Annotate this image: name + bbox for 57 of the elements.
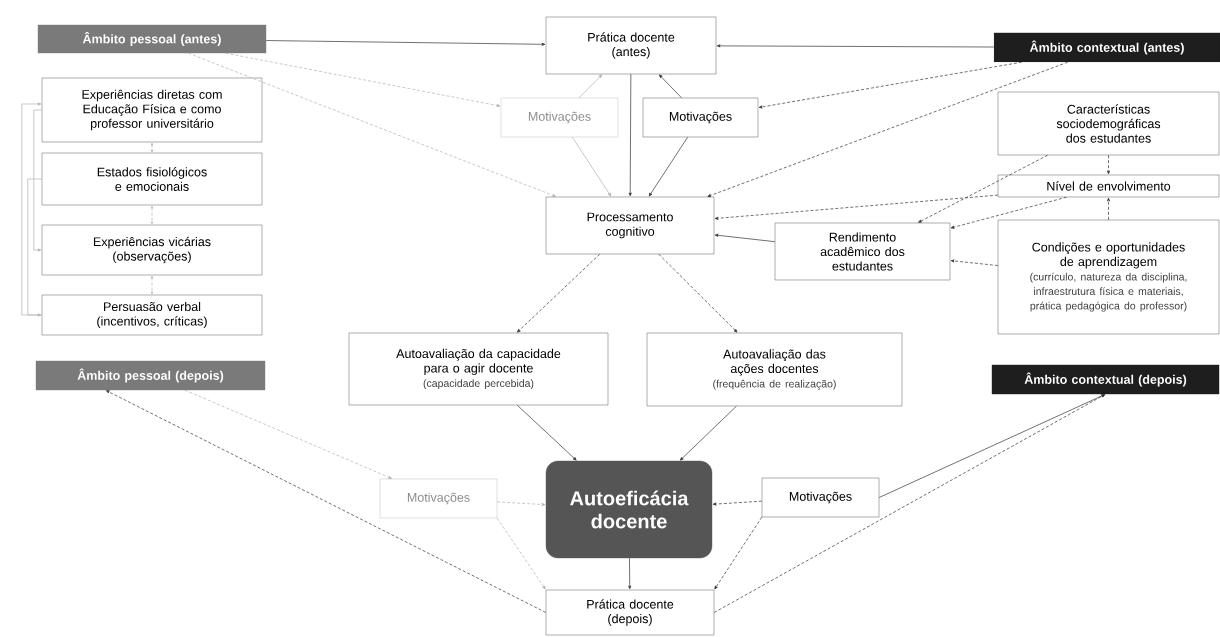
arrow <box>628 557 632 590</box>
arrow <box>150 142 154 153</box>
heading-band: Âmbito contextual (antes) <box>993 32 1220 63</box>
heading-band: Âmbito contextual (depois) <box>991 364 1220 395</box>
heading-band: Âmbito pessoal (antes) <box>37 24 267 54</box>
arrow <box>878 394 1105 498</box>
arrow <box>225 52 501 108</box>
text-box: Motivações <box>500 97 619 138</box>
arrow <box>106 390 547 613</box>
arrow <box>758 61 1023 109</box>
arrow <box>21 102 43 316</box>
text-box: Condições e oportunidades de aprendizagem (currículo, natureza da disciplina, infraestrutura física e materiais, prática pedagógica do professor) <box>997 219 1220 335</box>
text-box: Experiências diretas com Educação Física e como professor universitário <box>41 77 263 143</box>
arrow <box>679 405 737 461</box>
text-box: Autoavaliação das ações docentes (frequência de realização) <box>646 332 903 407</box>
arrow <box>712 500 763 506</box>
arrow <box>496 517 546 590</box>
text-box: Prática docente (antes) <box>545 16 717 75</box>
arrow <box>950 259 999 266</box>
text-box: Motivações <box>379 478 498 519</box>
text-box: Estados fisiológicos e emocionais <box>41 152 263 206</box>
arrow <box>707 61 1069 197</box>
text-box: Persuasão verbal (incentivos, críticas) <box>41 294 263 336</box>
arrow <box>714 194 999 220</box>
arrow <box>658 253 738 333</box>
arrow <box>628 73 632 197</box>
text-box: Motivações <box>761 477 880 518</box>
text-box: Experiências vicárias (observações) <box>41 224 263 276</box>
arrow <box>188 52 556 197</box>
arrow <box>578 74 603 99</box>
text-box: Nível de envolvimento <box>997 174 1220 198</box>
arrow <box>33 109 43 252</box>
text-box: Autoavaliação da capacidade para o agir docente (capacidade percebida) <box>348 332 609 406</box>
arrow <box>496 501 546 507</box>
text-box: Motivações <box>642 97 759 138</box>
arrow <box>714 233 776 243</box>
arrow <box>27 178 43 317</box>
arrow <box>918 154 1049 223</box>
central-box: Autoeficácia docente <box>545 460 713 559</box>
text-box: Rendimento acadêmico dos estudantes <box>774 222 951 281</box>
arrow <box>516 404 577 461</box>
arrow <box>572 136 612 197</box>
arrow <box>265 40 546 46</box>
arrow <box>517 253 601 333</box>
arrow <box>713 394 1106 613</box>
text-box: Prática docente (depois) <box>545 589 715 636</box>
arrow <box>659 74 682 99</box>
arrow <box>1106 154 1111 175</box>
arrow <box>714 516 763 590</box>
text-box: Características sociodemográficas dos estudantes <box>997 91 1220 156</box>
arrow <box>950 196 1067 229</box>
arrow <box>716 44 995 48</box>
arrow <box>1106 197 1111 221</box>
heading-band: Âmbito pessoal (depois) <box>35 360 266 391</box>
arrow <box>648 136 688 197</box>
text-box: Processamento cognitivo <box>545 196 715 255</box>
arrow <box>184 389 392 479</box>
